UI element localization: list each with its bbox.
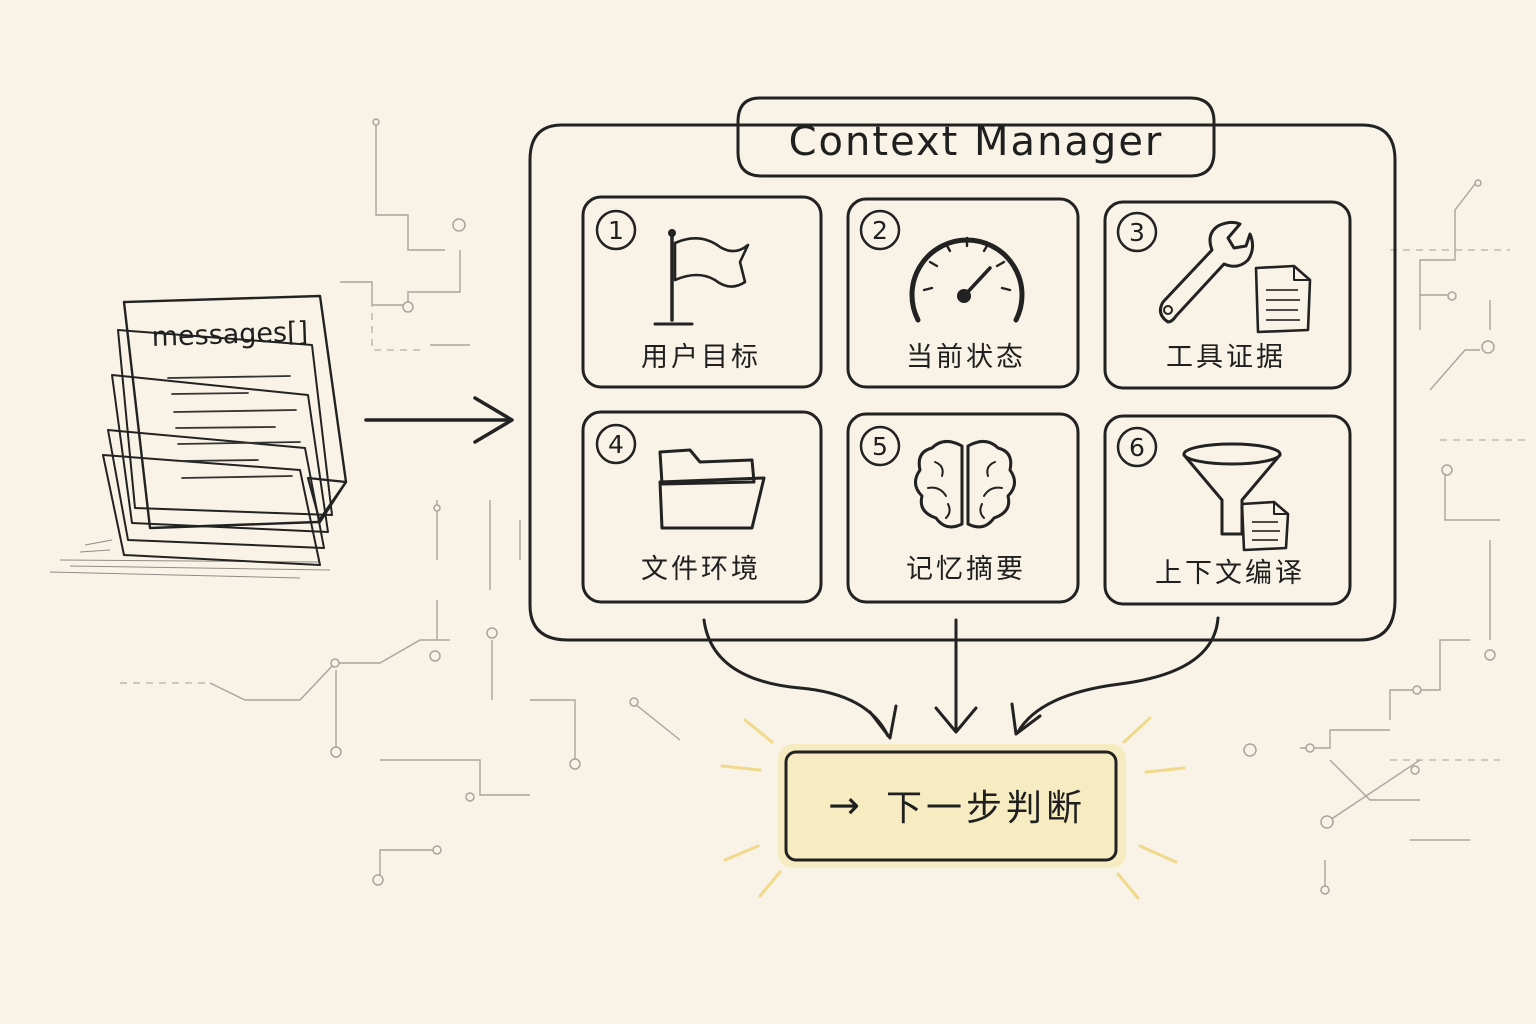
card-1: 1 用户目标 — [581, 195, 823, 389]
context-manager-panel: Context Manager — [528, 96, 1397, 642]
output-arrow: → — [828, 783, 860, 827]
messages-label: messages[] — [151, 317, 308, 353]
circuit-decoration — [120, 118, 1530, 895]
card-6: 6 上下文编译 — [1103, 414, 1352, 606]
card-number: 6 — [1129, 433, 1145, 462]
input-arrow — [364, 396, 514, 444]
card-4: 4 文件环境 — [581, 410, 823, 604]
card-number: 5 — [872, 432, 888, 461]
card-label: 记忆摘要 — [906, 554, 1026, 585]
card-5: 5 记忆摘要 — [846, 412, 1080, 604]
card-label: 用户目标 — [641, 342, 761, 373]
funnel-document-icon — [1182, 442, 1290, 552]
context-manager-title: Context Manager — [789, 119, 1164, 165]
brain-icon — [914, 440, 1016, 529]
card-number: 1 — [608, 216, 624, 245]
card-label: 文件环境 — [641, 554, 761, 585]
wrench-document-icon — [1158, 220, 1312, 334]
output-label: 下一步判断 — [886, 788, 1086, 829]
card-label: 工具证据 — [1166, 342, 1286, 373]
gauge-icon — [909, 236, 1025, 323]
output-box: → 下一步判断 — [720, 716, 1186, 900]
messages-document-stack: messages[] — [49, 294, 348, 579]
card-2: 2 当前状态 — [846, 197, 1080, 389]
card-number: 2 — [872, 216, 888, 245]
card-label: 当前状态 — [906, 342, 1026, 373]
folder-icon — [658, 448, 766, 530]
card-3: 3 工具证据 — [1103, 200, 1352, 390]
merge-arrows — [702, 616, 1220, 740]
card-number: 3 — [1129, 218, 1145, 247]
card-number: 4 — [608, 430, 624, 459]
flag-icon — [653, 229, 750, 326]
card-label: 上下文编译 — [1155, 558, 1305, 589]
